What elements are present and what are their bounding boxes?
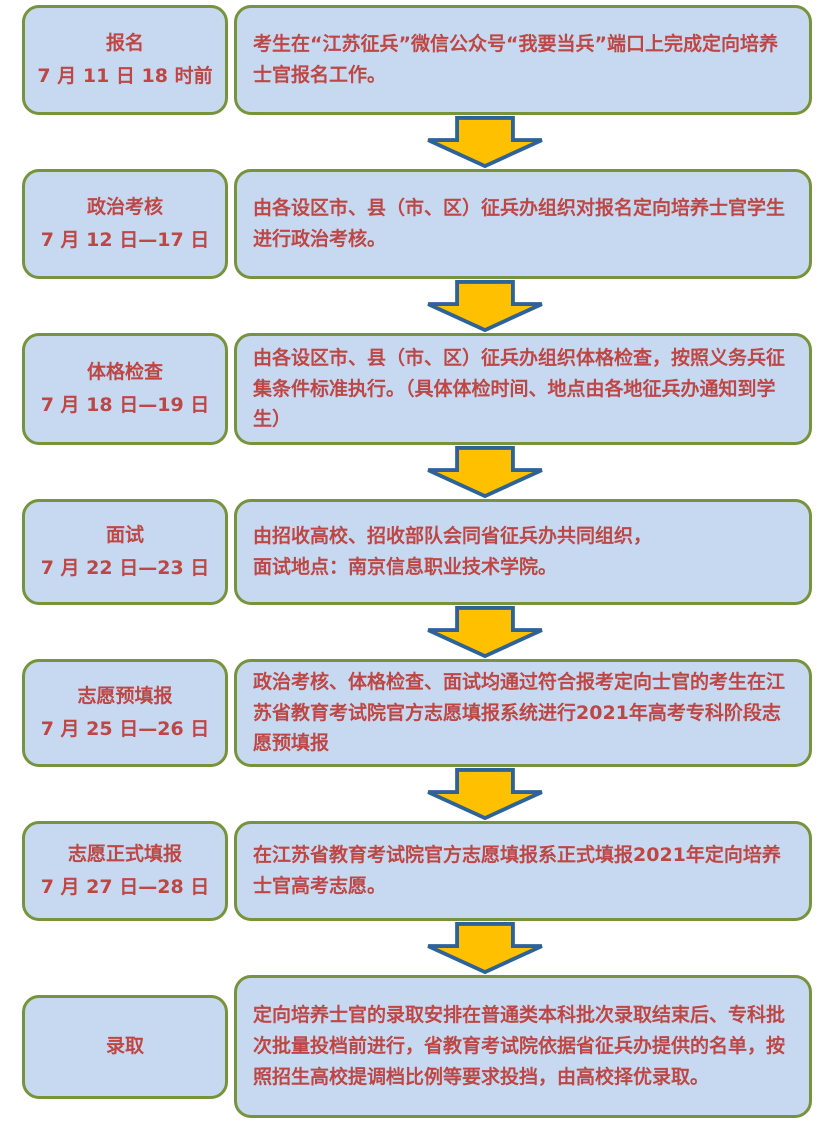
down-arrow-icon	[427, 116, 543, 168]
stage-description-box-6: 在江苏省教育考试院官方志愿填报系正式填报2021年定向培养士官高考志愿。	[234, 821, 812, 921]
stage-box-4: 面试 7 月 22 日—23 日	[22, 499, 228, 605]
flow-step-row-1: 报名 7 月 11 日 18 时前 考生在“江苏征兵”微信公众号“我要当兵”端口…	[0, 5, 824, 115]
down-arrow-icon	[427, 446, 543, 498]
stage-description-box-5: 政治考核、体格检查、面试均通过符合报考定向士官的考生在江苏省教育考试院官方志愿填…	[234, 659, 812, 767]
stage-date: 7 月 11 日 18 时前	[37, 64, 213, 87]
flow-step-row-4: 面试 7 月 22 日—23 日 由招收高校、招收部队会同省征兵办共同组织， 面…	[0, 499, 824, 605]
down-arrow-icon	[427, 606, 543, 658]
down-arrow-icon	[427, 922, 543, 974]
stage-description-box-1: 考生在“江苏征兵”微信公众号“我要当兵”端口上完成定向培养士官报名工作。	[234, 5, 812, 115]
stage-date: 7 月 22 日—23 日	[40, 556, 210, 579]
stage-box-5: 志愿预填报 7 月 25 日—26 日	[22, 659, 228, 767]
stage-name: 志愿预填报	[77, 684, 173, 707]
stage-description-box-7: 定向培养士官的录取安排在普通类本科批次录取结束后、专科批次批量投档前进行，省教育…	[234, 975, 812, 1118]
stage-date: 7 月 25 日—26 日	[40, 717, 210, 740]
flow-connector-2	[0, 279, 824, 333]
flow-step-row-6: 志愿正式填报 7 月 27 日—28 日 在江苏省教育考试院官方志愿填报系正式填…	[0, 821, 824, 921]
down-arrow-icon	[427, 280, 543, 332]
flow-connector-5	[0, 767, 824, 821]
stage-description-box-3: 由各设区市、县（市、区）征兵办组织体格检查，按照义务兵征集条件标准执行。（具体体…	[234, 333, 812, 445]
stage-date: 7 月 18 日—19 日	[40, 393, 210, 416]
stage-description: 政治考核、体格检查、面试均通过符合报考定向士官的考生在江苏省教育考试院官方志愿填…	[253, 670, 786, 755]
stage-description: 考生在“江苏征兵”微信公众号“我要当兵”端口上完成定向培养士官报名工作。	[253, 33, 778, 86]
flow-step-row-2: 政治考核 7 月 12 日—17 日 由各设区市、县（市、区）征兵办组织对报名定…	[0, 169, 824, 279]
flow-connector-6	[0, 921, 824, 975]
stage-description-box-4: 由招收高校、招收部队会同省征兵办共同组织， 面试地点：南京信息职业技术学院。	[234, 499, 812, 605]
stage-name: 志愿正式填报	[67, 842, 182, 865]
stage-name: 录取	[105, 1034, 144, 1057]
flow-step-row-7: 录取 定向培养士官的录取安排在普通类本科批次录取结束后、专科批次批量投档前进行，…	[0, 975, 824, 1118]
flow-step-row-3: 体格检查 7 月 18 日—19 日 由各设区市、县（市、区）征兵办组织体格检查…	[0, 333, 824, 445]
flow-connector-3	[0, 445, 824, 499]
stage-date: 7 月 12 日—17 日	[40, 228, 210, 251]
stage-box-3: 体格检查 7 月 18 日—19 日	[22, 333, 228, 445]
stage-name: 体格检查	[86, 360, 163, 383]
flow-connector-4	[0, 605, 824, 659]
stage-name: 面试	[105, 523, 144, 546]
stage-description: 由招收高校、招收部队会同省征兵办共同组织， 面试地点：南京信息职业技术学院。	[253, 525, 653, 578]
stage-description: 由各设区市、县（市、区）征兵办组织对报名定向培养士官学生进行政治考核。	[253, 197, 786, 250]
stage-date: 7 月 27 日—28 日	[40, 875, 210, 898]
stage-description: 定向培养士官的录取安排在普通类本科批次录取结束后、专科批次批量投档前进行，省教育…	[253, 1004, 786, 1088]
stage-box-7: 录取	[22, 994, 228, 1099]
stage-box-2: 政治考核 7 月 12 日—17 日	[22, 169, 228, 279]
stage-name: 政治考核	[86, 195, 163, 218]
stage-box-1: 报名 7 月 11 日 18 时前	[22, 5, 228, 115]
stage-box-6: 志愿正式填报 7 月 27 日—28 日	[22, 821, 228, 921]
stage-description: 在江苏省教育考试院官方志愿填报系正式填报2021年定向培养士官高考志愿。	[253, 844, 781, 897]
down-arrow-icon	[427, 768, 543, 820]
flow-step-row-5: 志愿预填报 7 月 25 日—26 日 政治考核、体格检查、面试均通过符合报考定…	[0, 659, 824, 767]
stage-description-box-2: 由各设区市、县（市、区）征兵办组织对报名定向培养士官学生进行政治考核。	[234, 169, 812, 279]
flow-connector-1	[0, 115, 824, 169]
stage-description: 由各设区市、县（市、区）征兵办组织体格检查，按照义务兵征集条件标准执行。（具体体…	[253, 346, 786, 431]
stage-name: 报名	[105, 31, 144, 54]
